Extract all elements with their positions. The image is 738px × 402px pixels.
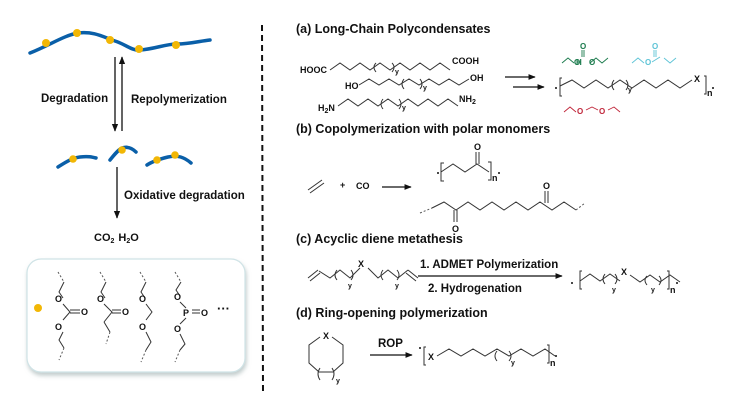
svg-text:y: y	[511, 360, 515, 367]
svg-text:y: y	[402, 105, 406, 112]
svg-text:O: O	[122, 307, 129, 317]
linker-x: X	[694, 74, 700, 84]
plus-sign: +	[340, 180, 345, 190]
svg-text:y: y	[423, 85, 427, 92]
svg-text:O: O	[97, 294, 104, 304]
svg-text:O: O	[589, 58, 595, 67]
break-points-long	[42, 29, 180, 53]
svg-text:O: O	[55, 294, 62, 304]
svg-text:O: O	[81, 307, 88, 317]
admet-step-2: 2. Hydrogenation	[428, 283, 522, 295]
svg-text:O: O	[174, 292, 181, 302]
svg-text:X: X	[358, 259, 364, 269]
svg-text:O: O	[201, 308, 208, 318]
break-point	[42, 39, 50, 47]
break-point-legend	[34, 304, 42, 312]
svg-text:O: O	[543, 181, 550, 191]
break-point	[135, 45, 143, 53]
section-d-title: (d) Ring-opening polymerization	[296, 306, 488, 320]
break-point	[153, 156, 161, 164]
svg-text:X: X	[323, 331, 329, 341]
more-groups-ellipsis: ···	[217, 301, 230, 316]
break-point	[171, 151, 179, 159]
break-point	[106, 36, 114, 44]
svg-text:O: O	[174, 324, 181, 334]
functional-group-box	[26, 258, 246, 373]
section-b: (b) Copolymerization with polar monomers…	[296, 122, 586, 234]
polymer-chain-long	[28, 30, 212, 55]
polyketone-repeat: O n	[437, 142, 500, 183]
monomer-diamine-left: H2N	[318, 103, 335, 115]
svg-text:n: n	[707, 88, 713, 98]
break-point	[172, 41, 180, 49]
section-a-title: (a) Long-Chain Polycondensates	[296, 22, 491, 36]
ester-linker	[631, 50, 677, 64]
fragment	[145, 154, 193, 167]
diene-monomer: y X y	[307, 259, 419, 290]
fragment	[56, 154, 98, 169]
svg-text:n: n	[492, 173, 498, 183]
section-c-title: (c) Acyclic diene metathesis	[296, 232, 463, 246]
svg-text:X: X	[621, 267, 627, 277]
rop-label: ROP	[378, 338, 403, 350]
degradation-label: Degradation	[41, 93, 108, 105]
monomer-diol-left: HO	[345, 81, 359, 91]
svg-text:O: O	[599, 107, 605, 116]
section-b-title: (b) Copolymerization with polar monomers	[296, 122, 550, 136]
svg-text:O: O	[580, 42, 586, 51]
svg-text:n: n	[550, 358, 556, 368]
svg-text:y: y	[395, 69, 399, 76]
admet-step-1: 1. ADMET Polymerization	[420, 259, 558, 271]
polycondensate-product: y X n	[555, 74, 714, 98]
ethylene	[307, 179, 325, 194]
carbonate-linker: H	[561, 50, 609, 67]
break-point	[118, 146, 126, 154]
svg-text:O: O	[55, 322, 62, 332]
carbonate-group: O O O	[55, 271, 88, 361]
oxidative-label: Oxidative degradation	[124, 190, 245, 202]
panel-divider	[261, 24, 264, 396]
section-a: (a) Long-Chain Polycondensates HOOC y CO…	[296, 22, 714, 116]
repolymerization-label: Repolymerization	[131, 94, 227, 106]
carbon-monoxide: CO	[356, 181, 370, 191]
left-panel: Degradation Repolymerization Oxidative d…	[26, 29, 246, 373]
rop-product: X y n	[419, 344, 557, 368]
monomer-diacid-right: COOH	[452, 56, 479, 66]
svg-text:O: O	[139, 322, 146, 332]
svg-text:y: y	[348, 283, 352, 290]
acetal-group: O O	[139, 271, 153, 363]
svg-text:y: y	[612, 287, 616, 294]
monomer-diacid-left: HOOC	[300, 65, 328, 75]
phosphate-group: O P O O	[174, 271, 208, 363]
break-point	[73, 29, 81, 37]
svg-text:X: X	[428, 352, 434, 362]
svg-text:O: O	[577, 107, 583, 116]
monomer-diamine-right: NH2	[459, 94, 476, 106]
svg-text:O: O	[139, 294, 146, 304]
svg-text:P: P	[183, 308, 189, 318]
svg-text:O: O	[474, 142, 481, 152]
svg-text:y: y	[628, 87, 632, 94]
section-d: (d) Ring-opening polymerization X y ROP …	[296, 306, 557, 385]
ether-linker	[563, 106, 621, 113]
section-c: (c) Acyclic diene metathesis y X y 1. AD…	[296, 232, 681, 295]
svg-text:y: y	[651, 287, 655, 294]
ester-group: O O	[97, 271, 129, 345]
svg-text:n: n	[670, 285, 676, 295]
svg-text:y: y	[336, 378, 340, 385]
monomer-diol-right: OH	[470, 73, 484, 83]
svg-text:O: O	[652, 42, 658, 51]
svg-text:O: O	[574, 58, 580, 67]
polyketone-chain: O O	[419, 181, 586, 234]
admet-product: y X y n	[571, 267, 681, 295]
break-point	[69, 155, 77, 163]
svg-text:y: y	[395, 283, 399, 290]
cyclic-monomer: X y	[308, 331, 344, 385]
svg-text:H: H	[576, 58, 582, 67]
svg-text:O: O	[452, 224, 459, 234]
svg-text:O: O	[645, 58, 651, 67]
